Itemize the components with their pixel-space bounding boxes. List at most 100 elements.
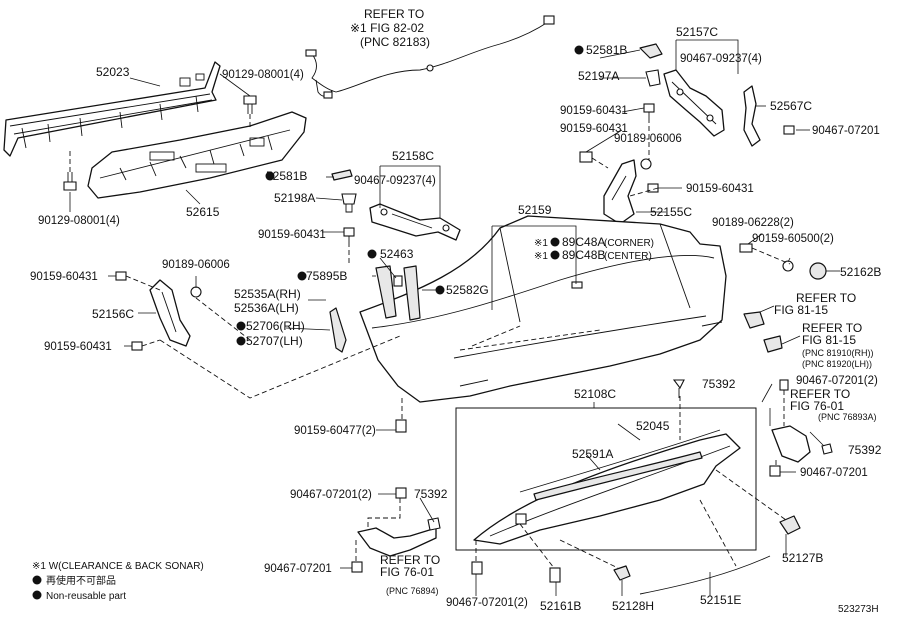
label-ref-mark-2: ※1: [534, 251, 548, 262]
label-refer-81-15-a-l2: FIG 81-15: [774, 303, 828, 317]
sonar-sensor-refer-81-15-a[interactable]: [743, 311, 765, 329]
back-sonar-wire-harness[interactable]: [305, 15, 555, 99]
screw-90467-07201-e[interactable]: [351, 561, 363, 573]
nonreusable-mark-52707: [236, 336, 246, 346]
label-90189-06006-b: 90189-06006: [162, 259, 230, 271]
screw-90159-60500[interactable]: [782, 260, 794, 272]
label-52156C: 52156C: [92, 307, 134, 321]
label-refer-76-01-a-l2: FIG 76-01: [790, 399, 844, 413]
screw-90467-07201-d[interactable]: [395, 487, 407, 499]
diagram-id: 523273H: [838, 604, 879, 615]
screw-90159-60431-f[interactable]: [131, 341, 143, 351]
reflector-52706-52707[interactable]: [329, 307, 347, 353]
energy-absorber-52615[interactable]: [87, 111, 307, 199]
rear-bumper-cover-52159[interactable]: [359, 215, 727, 403]
label-52161B: 52161B: [540, 599, 581, 613]
label-refer-82-02-l1: REFER TO: [364, 7, 424, 21]
pad-52582G[interactable]: [403, 265, 421, 321]
label-52567C: 52567C: [770, 99, 812, 113]
legend-nonreusable-en: Non-reusable part: [46, 591, 126, 602]
label-90467-07201-b: 90467-07201(2): [796, 375, 878, 387]
screw-90159-60431-e[interactable]: [115, 271, 127, 281]
label-75895B: 75895B: [306, 269, 347, 283]
label-refer-81-15-b-l4: (PNC 81920(LH)): [802, 359, 872, 369]
clip-52161B[interactable]: [549, 567, 561, 583]
label-90159-60431-a: 90159-60431: [258, 229, 326, 241]
label-52463: 52463: [380, 247, 414, 261]
seal-52581B-left[interactable]: [331, 169, 353, 181]
label-refer-76-01-b-l1: REFER TO: [380, 553, 440, 567]
label-90467-07201-e: 90467-07201: [264, 563, 332, 575]
bracket-refer-76-01-right[interactable]: [771, 425, 811, 463]
label-90467-07201-c: 90467-07201: [800, 467, 868, 479]
legend-nonreusable-jp: 再使用不可部品: [46, 574, 116, 587]
bracket-52155C[interactable]: [603, 159, 637, 225]
label-52157C: 52157C: [676, 25, 718, 39]
label-52536A: 52536A(LH): [234, 301, 299, 315]
label-90129-08001-top: 90129-08001(4): [222, 69, 304, 81]
label-52706: 52706(RH): [246, 319, 305, 333]
clip-52463[interactable]: [393, 275, 403, 287]
bolt-90129-08001-bottom[interactable]: [63, 172, 77, 191]
label-52127B: 52127B: [782, 551, 823, 565]
label-52128H: 52128H: [612, 599, 654, 613]
label-52151E: 52151E: [700, 593, 741, 607]
moulding-52591A[interactable]: [533, 451, 703, 501]
screw-90159-60477[interactable]: [395, 419, 407, 433]
cap-52128H[interactable]: [613, 565, 631, 581]
retainer-52567C[interactable]: [743, 85, 761, 147]
legend-sonar-note: ※1 W(CLEARANCE & BACK SONAR): [32, 561, 204, 572]
legend-nonreusable-mark-en: [32, 590, 42, 600]
label-52162B: 52162B: [840, 265, 881, 279]
nut-90189-06006-b[interactable]: [190, 286, 202, 298]
label-52591A: 52591A: [572, 447, 613, 461]
pad-75895B[interactable]: [375, 265, 397, 319]
label-refer-81-15-b-l1: REFER TO: [802, 321, 862, 335]
nonreusable-mark-52581B-right: [574, 45, 584, 55]
label-90159-60431-f: 90159-60431: [44, 341, 112, 353]
moulding-52151E[interactable]: [639, 555, 771, 595]
clip-52198A[interactable]: [341, 193, 357, 213]
label-90159-60431-b: 90159-60431: [560, 105, 628, 117]
nonreusable-mark-89C48B: [550, 250, 560, 260]
clip-52161B-upper[interactable]: [515, 513, 527, 525]
bracket-52158C[interactable]: [369, 203, 461, 241]
screw-90467-07201-a[interactable]: [783, 125, 795, 135]
seal-52581B-right[interactable]: [639, 43, 663, 59]
clip-75392-a[interactable]: [672, 379, 685, 398]
bumper-reinforcement-52023[interactable]: [3, 61, 221, 157]
nut-90189-06006-a[interactable]: [640, 158, 652, 170]
plug-52162B[interactable]: [809, 262, 827, 280]
clip-75392-c[interactable]: [427, 517, 441, 531]
label-75392-c: 75392: [414, 487, 448, 501]
sonar-sensor-refer-81-15-b[interactable]: [763, 335, 783, 353]
screw-90159-60431-a[interactable]: [343, 227, 355, 242]
bolt-90129-08001-top[interactable]: [243, 95, 257, 114]
screw-90467-07201-b[interactable]: [779, 379, 789, 391]
nut-90189-06228[interactable]: [739, 243, 753, 253]
label-refer-81-15-a-l1: REFER TO: [796, 291, 856, 305]
nonreusable-mark-52706: [236, 321, 246, 331]
cap-52127B[interactable]: [779, 515, 801, 535]
clip-52197A[interactable]: [645, 69, 661, 87]
label-52581B-left: 52581B: [266, 169, 307, 183]
bracket-52157C[interactable]: [663, 69, 725, 137]
label-refer-76-01-a-l3: (PNC 76893A): [818, 412, 877, 422]
retainer-52156C[interactable]: [149, 279, 191, 347]
label-52535A: 52535A(RH): [234, 287, 301, 301]
clip-75392-b[interactable]: [821, 443, 833, 455]
label-90159-60500: 90159-60500(2): [752, 233, 834, 245]
garnish-52045[interactable]: [519, 429, 721, 493]
label-90159-60431-c: 90159-60431: [560, 123, 628, 135]
label-52045: 52045: [636, 419, 670, 433]
label-refer-82-02-l3: (PNC 82183): [360, 35, 430, 49]
screw-90467-07201-c[interactable]: [769, 465, 781, 477]
leader-lines: [69, 39, 840, 596]
label-90159-60431-e: 90159-60431: [30, 271, 98, 283]
screw-90159-60431-b[interactable]: [643, 103, 655, 118]
bracket-refer-76-01-left[interactable]: [357, 527, 437, 557]
label-90129-08001-bottom: 90129-08001(4): [38, 215, 120, 227]
screw-90159-60431-c[interactable]: [579, 151, 593, 163]
screw-90467-07201-f[interactable]: [471, 561, 483, 575]
label-52581B-right: 52581B: [586, 43, 627, 57]
